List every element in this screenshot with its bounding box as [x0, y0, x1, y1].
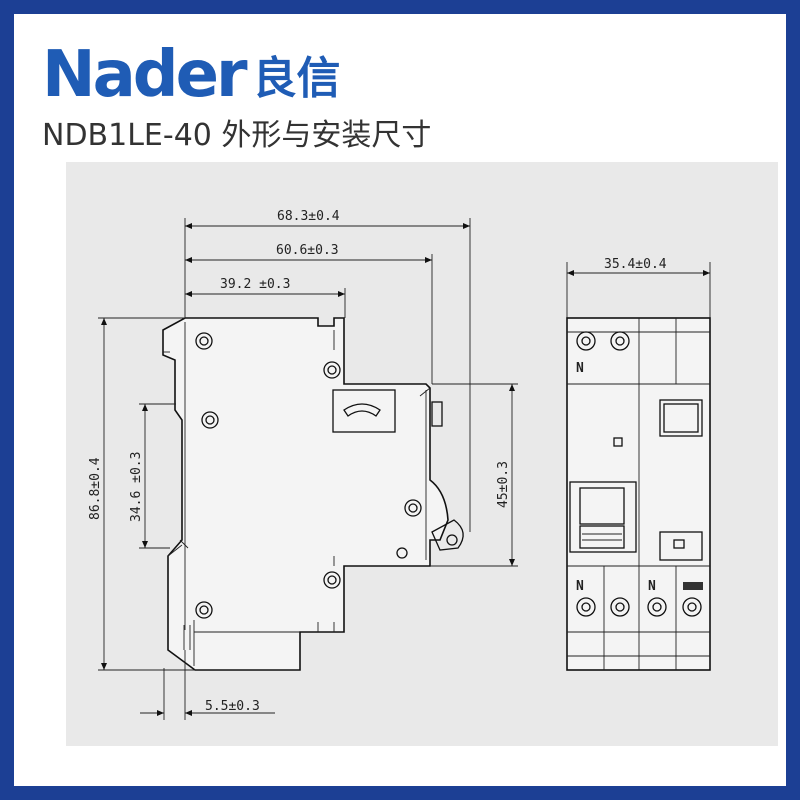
dim-rail-height: 34.6 ±0.3	[129, 452, 144, 522]
screw-hole	[323, 571, 341, 589]
terminal-screw	[610, 597, 630, 617]
dim-total-width: 68.3±0.4	[277, 209, 340, 224]
terminal-label-top: N	[576, 361, 584, 376]
test-button	[431, 519, 464, 551]
dim-module-width: 35.4±0.4	[604, 257, 667, 272]
handle-window	[332, 389, 396, 433]
left-handle	[569, 481, 637, 553]
dim-front-height: 45±0.3	[496, 461, 511, 508]
screw-hole	[195, 601, 213, 619]
terminal-screw	[647, 597, 667, 617]
brand-name-cn: 良信	[252, 53, 341, 104]
brand-logo: Nader 良信	[42, 38, 341, 112]
dim-body-width: 60.6±0.3	[276, 243, 339, 258]
side-view-body	[162, 317, 449, 671]
screw-hole	[323, 361, 341, 379]
screw-hole	[404, 499, 422, 517]
screw-hole	[195, 332, 213, 350]
terminal-label-bottom-left: N	[576, 579, 584, 594]
dim-front-width: 39.2 ±0.3	[220, 277, 290, 292]
terminal-screw	[576, 331, 596, 351]
dim-height: 86.8±0.4	[88, 457, 103, 520]
front-view-body	[566, 317, 711, 671]
terminal-screw	[682, 597, 702, 617]
side-view-dimensions: 68.3±0.4 60.6±0.3 39.2 ±0.3 86.8±0.4 34.…	[88, 209, 518, 720]
dim-clip-offset: 5.5±0.3	[205, 699, 260, 714]
test-window-top	[659, 399, 703, 437]
front-view: 35.4±0.4 N N N	[566, 257, 711, 671]
terminal-screw	[610, 331, 630, 351]
screw-hole	[201, 411, 219, 429]
side-view	[162, 317, 464, 671]
terminal-marking	[683, 582, 703, 590]
terminal-label-bottom-mid: N	[648, 579, 656, 594]
test-window-bottom	[659, 531, 703, 561]
brand-name-en: Nader	[42, 38, 248, 112]
page-title: NDB1LE-40 外形与安装尺寸	[42, 118, 432, 153]
toggle-slot	[431, 401, 443, 427]
indicator-hole	[396, 547, 408, 559]
handle-lever	[343, 403, 381, 417]
terminal-screw	[576, 597, 596, 617]
